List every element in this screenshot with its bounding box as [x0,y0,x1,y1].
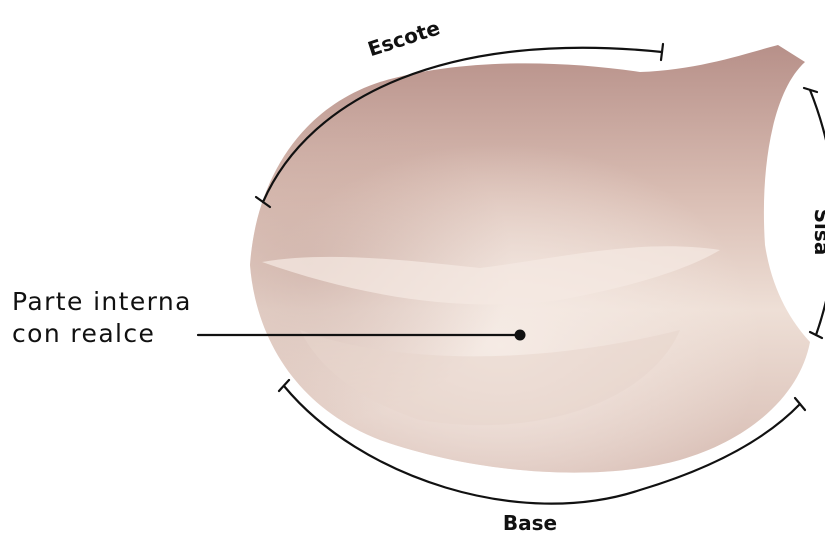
callout-label-line2: con realce [12,319,155,348]
neckline-label: Escote [365,15,443,61]
armhole-label: Sisa [810,209,825,256]
callout-dot [515,330,526,341]
bra-pad [240,40,820,490]
neckline-arc-cap-end [661,44,663,60]
base-label: Base [503,511,557,535]
callout-label-line1: Parte interna [12,287,192,316]
